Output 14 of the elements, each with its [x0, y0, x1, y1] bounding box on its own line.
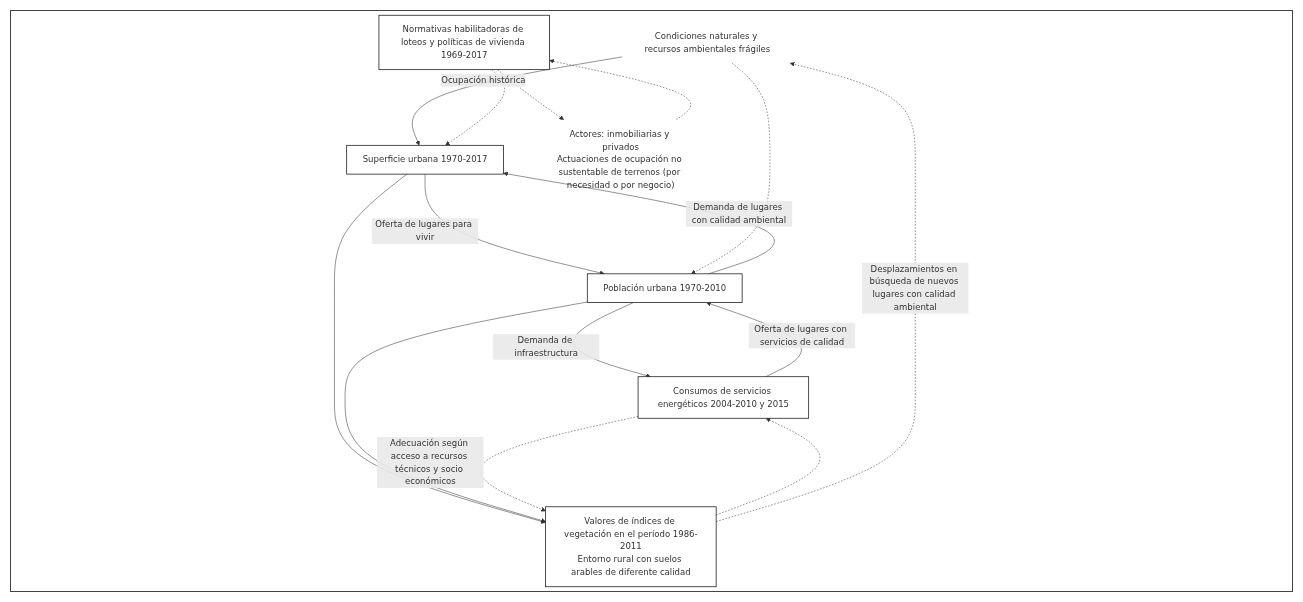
- edge-label: Oferta de lugares para vivir: [375, 219, 472, 243]
- edge-label: Ocupación histórica: [441, 75, 526, 86]
- node-box: Superficie urbana 1970-2017: [346, 144, 504, 175]
- node-box: Normativas habilitadoras de loteos y políticas de vivienda 1969-2017: [378, 14, 550, 71]
- node-text: Condiciones naturales y recursos ambientales frágiles: [644, 30, 771, 54]
- edge-label: Adecuación según acceso a recursos técnicos y socio económicos: [390, 438, 468, 487]
- node-text: Actores: inmobiliarias y privados Actuaciones de ocupación no sustentable de terrenos (por necesidad o por negocio): [556, 128, 682, 191]
- edge-label: Oferta de lugares con servicios de calidad: [754, 323, 847, 347]
- node-box: Población urbana 1970-2010: [586, 273, 743, 303]
- edge-label: Desplazamientos en búsqueda de nuevos lugares con calidad ambiental: [869, 263, 959, 313]
- node-box: Valores de índices de vegetación en el período 1986-2011 Entorno rural con suelos arables de diferente calidad: [545, 506, 717, 588]
- edge-label: Demanda de infraestructura: [514, 335, 578, 359]
- node-box: Consumos de servicios energéticos 2004-2010 y 2015: [637, 376, 810, 419]
- edge-label: Demanda de lugares con calidad ambiental: [691, 202, 787, 226]
